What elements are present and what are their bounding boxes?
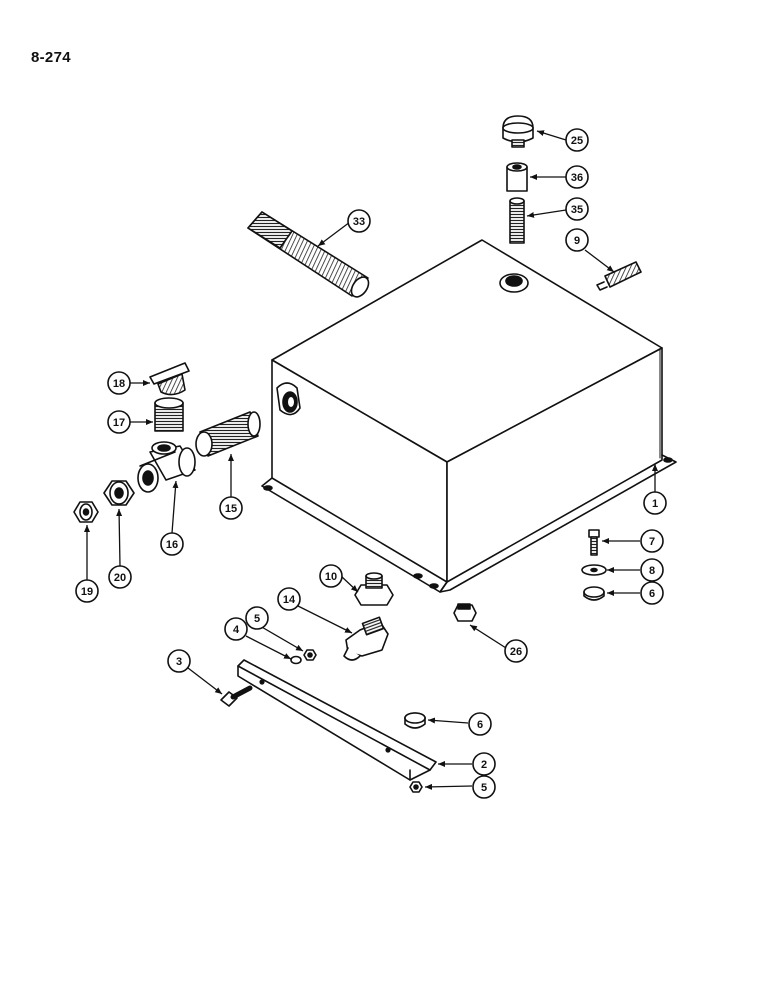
- svg-text:5: 5: [481, 782, 487, 794]
- callout-10: 10: [319, 564, 343, 588]
- plug: [149, 362, 190, 396]
- svg-text:14: 14: [283, 594, 296, 606]
- callout-5-lower: 5: [472, 775, 496, 799]
- svg-text:1: 1: [652, 498, 658, 510]
- svg-text:5: 5: [254, 613, 260, 625]
- bolt-7: [588, 529, 600, 556]
- page-number: 8-274: [31, 49, 71, 66]
- callout-18: 18: [107, 371, 131, 395]
- callout-1: 1: [643, 491, 667, 515]
- svg-text:4: 4: [233, 624, 240, 636]
- svg-text:3: 3: [176, 656, 182, 668]
- callout-16: 16: [160, 532, 184, 556]
- adapter-fitting: [73, 501, 99, 523]
- isolator-6-lower: [404, 712, 426, 729]
- bolt-3: [220, 685, 253, 707]
- washer-8: [581, 564, 607, 576]
- svg-text:33: 33: [353, 216, 365, 228]
- callout-6-upper: 6: [640, 581, 664, 605]
- suction-hose: [247, 211, 370, 298]
- callout-2: 2: [472, 752, 496, 776]
- hydraulic-tank: [261, 239, 677, 593]
- coupling: [506, 162, 528, 192]
- decal: [596, 261, 642, 291]
- svg-text:17: 17: [113, 417, 125, 429]
- svg-text:25: 25: [571, 135, 583, 147]
- callout-15: 15: [219, 496, 243, 520]
- callout-3: 3: [167, 649, 191, 673]
- callout-14: 14: [277, 587, 301, 611]
- svg-text:9: 9: [574, 235, 580, 247]
- callout-26: 26: [504, 639, 528, 663]
- nut-5-upper: [303, 649, 317, 661]
- svg-text:35: 35: [571, 204, 583, 216]
- svg-text:20: 20: [114, 572, 126, 584]
- nipple: [509, 197, 525, 244]
- callout-25: 25: [565, 128, 589, 152]
- isolator-6-upper: [583, 586, 605, 601]
- svg-text:7: 7: [649, 536, 655, 548]
- drain-plug: [453, 603, 477, 622]
- callout-bubbles: 25 36 35 9 33 18 17 15 1 16 20 19 10 14 …: [75, 128, 667, 799]
- leader-lines: [84, 130, 658, 790]
- callout-20: 20: [108, 565, 132, 589]
- nut-5-lower: [409, 781, 423, 793]
- svg-text:19: 19: [81, 586, 93, 598]
- callout-6-lower: 6: [468, 712, 492, 736]
- callout-35: 35: [565, 197, 589, 221]
- callout-19: 19: [75, 579, 99, 603]
- callout-7: 7: [640, 529, 664, 553]
- svg-text:36: 36: [571, 172, 583, 184]
- callout-33: 33: [347, 209, 371, 233]
- reducer-bushing: [103, 480, 135, 506]
- svg-text:18: 18: [113, 378, 125, 390]
- svg-text:2: 2: [481, 759, 487, 771]
- bushing: [154, 397, 184, 432]
- breather-cap: [502, 115, 534, 148]
- svg-text:16: 16: [166, 539, 178, 551]
- callout-4: 4: [224, 617, 248, 641]
- svg-text:10: 10: [325, 571, 337, 583]
- callout-8: 8: [640, 558, 664, 582]
- elbow-fitting: [343, 616, 389, 661]
- mounting-strap: [237, 659, 437, 781]
- callout-5-upper: 5: [245, 606, 269, 630]
- svg-text:8: 8: [649, 565, 655, 577]
- pipe-tee: [137, 441, 196, 493]
- svg-text:6: 6: [649, 588, 655, 600]
- callout-9: 9: [565, 228, 589, 252]
- connector: [354, 572, 394, 606]
- callout-36: 36: [565, 165, 589, 189]
- callout-17: 17: [107, 410, 131, 434]
- svg-text:26: 26: [510, 646, 522, 658]
- svg-text:15: 15: [225, 503, 237, 515]
- washer-4: [290, 655, 302, 665]
- svg-text:6: 6: [477, 719, 483, 731]
- pipe-nipple: [195, 411, 261, 457]
